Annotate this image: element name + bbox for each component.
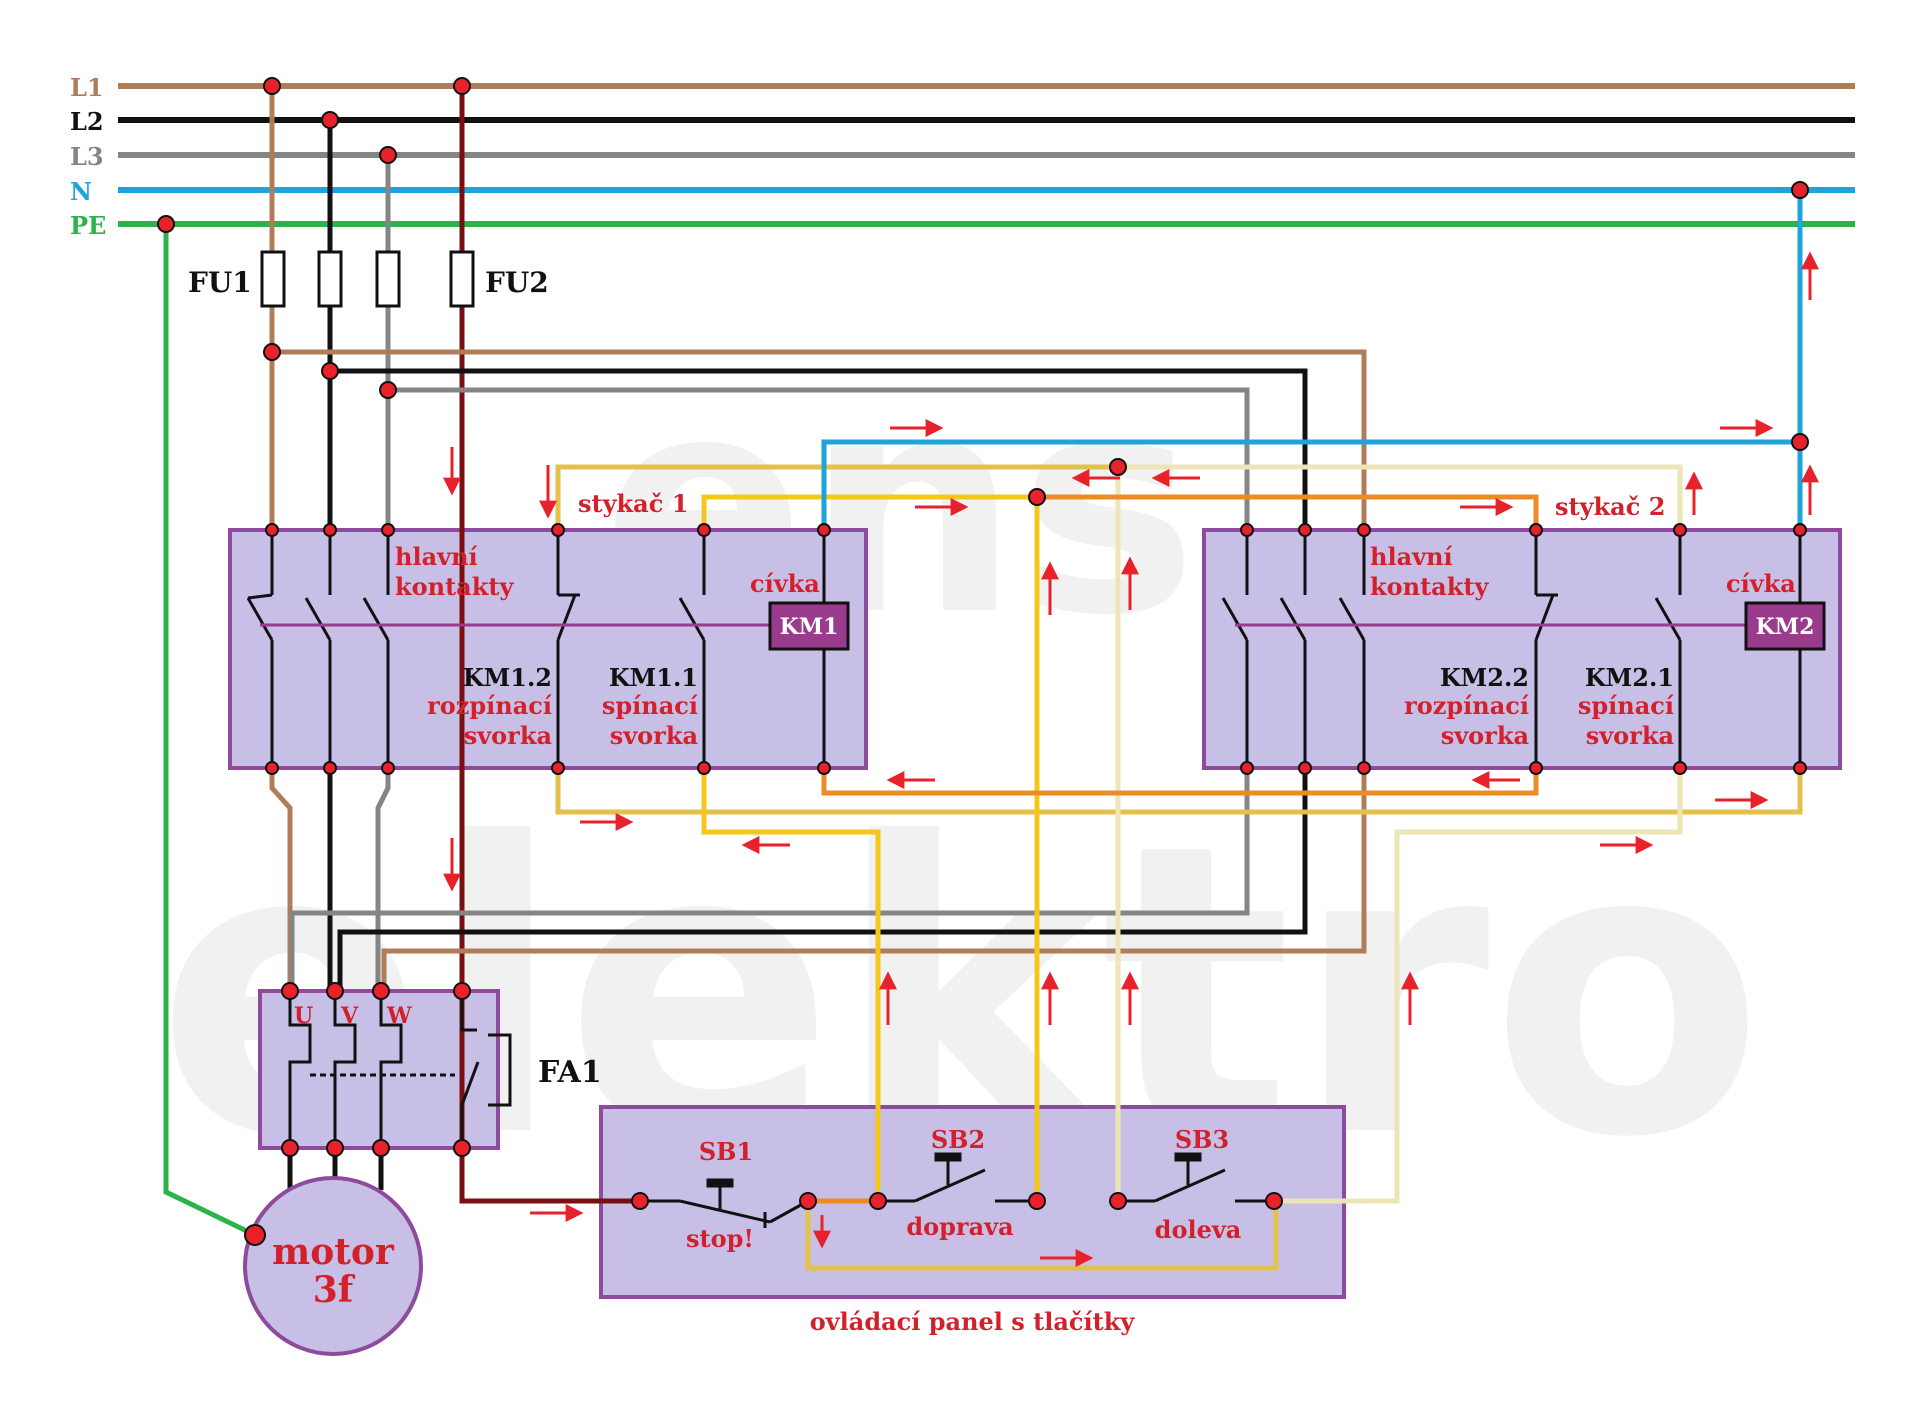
junction-nodes [157,77,1809,1246]
coil-km1 [768,601,850,651]
bus-label-l2: L2 [70,107,104,136]
coil-km2 [1744,601,1826,651]
power-buses [118,83,1855,227]
contactor1-title: stykač 1 [578,489,688,518]
contactor2-coil-id: KM2 [1756,614,1815,640]
fuse-l1 [260,250,286,308]
sb3-caption: doleva [1155,1215,1242,1244]
motor [243,1176,423,1356]
contactor1-box [228,528,868,770]
fuse-l2 [317,250,343,308]
contactor1-coil-label: cívka [750,569,820,598]
fuse-label-fu1: FU1 [188,266,252,299]
control-wiring [555,190,1803,1271]
bus-label-n: N [70,177,92,206]
bus-label-l3: L3 [70,142,104,171]
contactor2-no-line2: svorka [1586,721,1674,750]
contactor2-box [1202,528,1842,770]
terminal-u: U [294,1003,313,1029]
fuses [260,250,475,308]
sb1-caption: stop! [686,1224,754,1253]
fuse-l3 [375,250,401,308]
contactor2-title: stykač 2 [1555,492,1665,521]
control-panel-box [599,1105,1346,1299]
contactor1-no-line1: spínací [602,691,698,720]
sb2-caption: doprava [906,1212,1013,1241]
sb3-label: SB3 [1175,1125,1229,1154]
contactor2-supply [272,349,1367,530]
contactor1-nc-line2: svorka [464,721,552,750]
contactor2-nc-line2: svorka [1441,721,1529,750]
sb1-label: SB1 [699,1137,753,1166]
bus-label-pe: PE [70,211,106,240]
overload-internals [288,991,512,1148]
bus-label-l1: L1 [70,73,104,102]
contactor1-nc-line1: rozpínací [427,691,552,720]
contactor1-main-line2: kontakty [395,572,514,601]
contactor2-no-id: KM2.1 [1585,663,1674,692]
contactor1-no-id: KM1.1 [609,663,698,692]
push-buttons [640,1152,1274,1228]
terminal-v: V [340,1003,359,1029]
contactor1-coil-id: KM1 [780,614,839,640]
sb2-label: SB2 [931,1125,985,1154]
contactor2-main-line1: hlavní [1370,542,1453,571]
contactor2-nc-line1: rozpínací [1404,691,1529,720]
contactor2-main-line2: kontakty [1370,572,1489,601]
fuse-label-fu2: FU2 [485,266,549,299]
contactor1-main-line1: hlavní [395,542,478,571]
overload-relay-box [258,989,500,1150]
overload-label: FA1 [538,1055,602,1090]
contactor2-coil-label: cívka [1726,569,1796,598]
motor-label-line2: 3f [313,1269,356,1311]
pe-wire [163,224,257,1238]
terminal-w: W [386,1003,412,1029]
motor-label-line1: motor [272,1231,395,1273]
contactor2-nc-id: KM2.2 [1440,663,1529,692]
motor-feed [269,768,1367,991]
fuse-control [449,250,475,308]
flow-arrows [443,251,1819,1267]
contactor1-no-line2: svorka [610,721,698,750]
panel-caption: ovládací panel s tlačítky [810,1307,1136,1336]
contactor1-nc-id: KM1.2 [463,663,552,692]
contactor2-no-line1: spínací [1578,691,1674,720]
